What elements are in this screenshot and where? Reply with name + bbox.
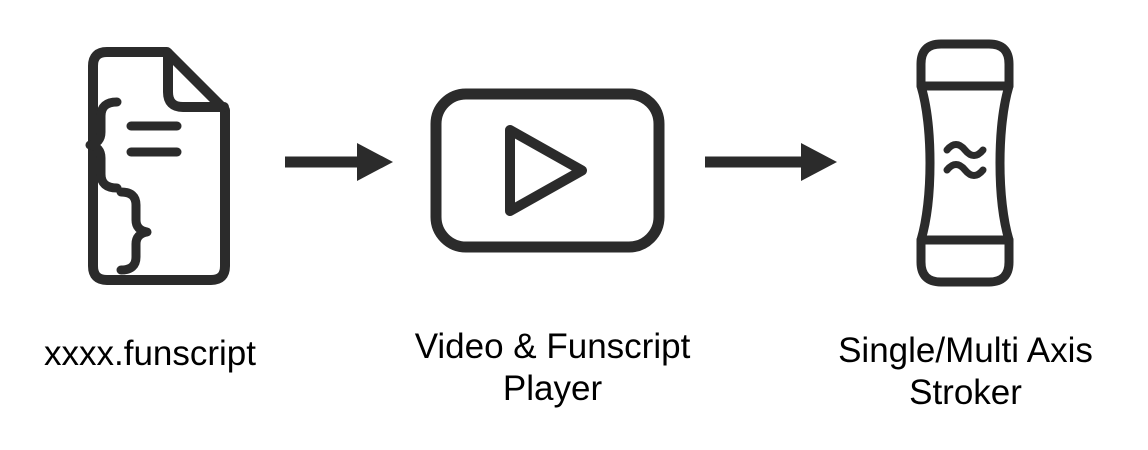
node-funscript-file bbox=[55, 42, 235, 292]
node-stroker bbox=[905, 38, 1025, 290]
play-icon bbox=[505, 125, 587, 216]
connector-player-to-stroker bbox=[703, 140, 838, 184]
arrow-right-icon bbox=[285, 143, 393, 181]
connector-file-to-player bbox=[283, 140, 393, 184]
wave-lines-icon bbox=[943, 141, 987, 179]
video-player-icon bbox=[430, 88, 665, 253]
stroker-device-icon bbox=[916, 39, 1014, 287]
node-label-funscript-file: xxxx.funscript bbox=[44, 334, 256, 373]
funscript-file-icon bbox=[85, 47, 230, 285]
node-label-stroker: Single/Multi Axis Stroker bbox=[838, 331, 1093, 412]
node-video-player bbox=[430, 88, 665, 253]
arrow-right-icon bbox=[705, 143, 837, 181]
node-label-video-player: Video & Funscript Player bbox=[414, 327, 691, 408]
